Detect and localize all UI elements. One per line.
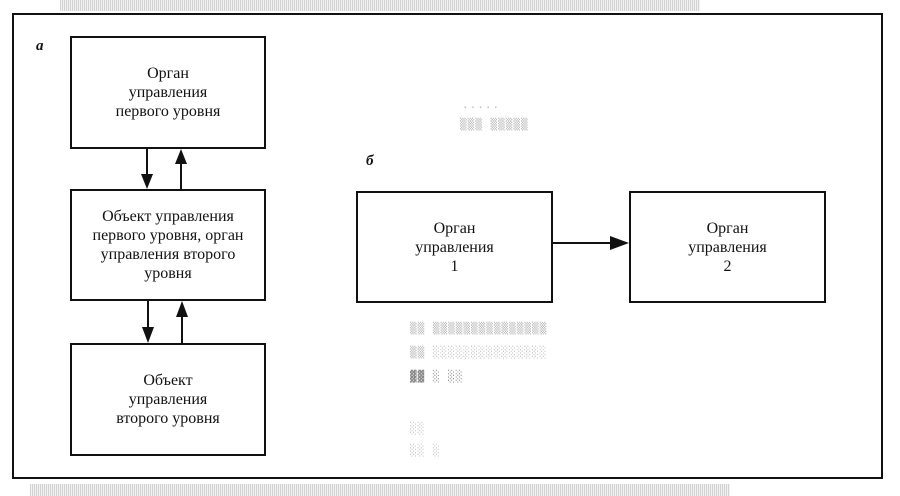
box-text-line: управления bbox=[415, 238, 494, 256]
box-text-line: второго уровня bbox=[116, 410, 220, 427]
arrow-down-icon bbox=[142, 301, 154, 343]
bleed-through-text: ▒▒ ▒▒▒▒▒▒▒▒▒▒▒▒▒▒▒ bbox=[410, 322, 548, 335]
box-control-body-1: Орган управления 1 bbox=[356, 191, 553, 303]
scan-noise-bottom bbox=[30, 484, 730, 496]
box-text-line: управления bbox=[688, 238, 767, 256]
bleed-through-text: ▒▒ ░░░░░░░░░░░░░░░ bbox=[410, 346, 548, 359]
box-text-line: управления второго bbox=[100, 246, 236, 263]
bleed-through-text: ░░ bbox=[410, 422, 426, 435]
bleed-through-text: ····· bbox=[462, 101, 501, 114]
box-text-line: управления bbox=[128, 391, 208, 408]
arrow-up-icon bbox=[175, 149, 187, 189]
bleed-through-text: ▒▒▒ ▒▒▒▒▒ bbox=[460, 118, 529, 131]
arrow-right-icon bbox=[553, 236, 629, 250]
box-first-level-control: Орган управления первого уровня bbox=[70, 36, 266, 149]
arrow-down-icon bbox=[141, 149, 153, 189]
box-text-line: Орган bbox=[147, 65, 189, 82]
arrow-up-icon bbox=[176, 301, 188, 343]
box-second-level-object: Объект управления второго уровня bbox=[70, 343, 266, 456]
box-text-line: Орган bbox=[706, 219, 749, 237]
box-text-line: Объект управления bbox=[102, 208, 234, 225]
box-text-line: уровня bbox=[144, 265, 192, 282]
panel-a-label: а bbox=[36, 38, 44, 54]
bleed-through-text: ▓▓ ░ ░░ bbox=[410, 370, 464, 383]
scan-noise-top bbox=[60, 0, 700, 11]
box-text-line: 1 bbox=[450, 257, 459, 275]
box-text-line: Объект bbox=[143, 372, 193, 389]
box-text-line: 2 bbox=[723, 257, 732, 275]
panel-b-label: б bbox=[366, 153, 374, 169]
box-text-line: Орган bbox=[433, 219, 476, 237]
box-text-line: первого уровня, орган bbox=[92, 227, 244, 244]
box-text-line: первого уровня bbox=[115, 103, 221, 120]
box-control-body-2: Орган управления 2 bbox=[629, 191, 826, 303]
box-first-level-object-second-level-control: Объект управления первого уровня, орган … bbox=[70, 189, 266, 301]
figure-frame bbox=[12, 13, 883, 479]
box-text-line: управления bbox=[128, 84, 208, 101]
bleed-through-text: ░░ ░ bbox=[410, 444, 441, 457]
